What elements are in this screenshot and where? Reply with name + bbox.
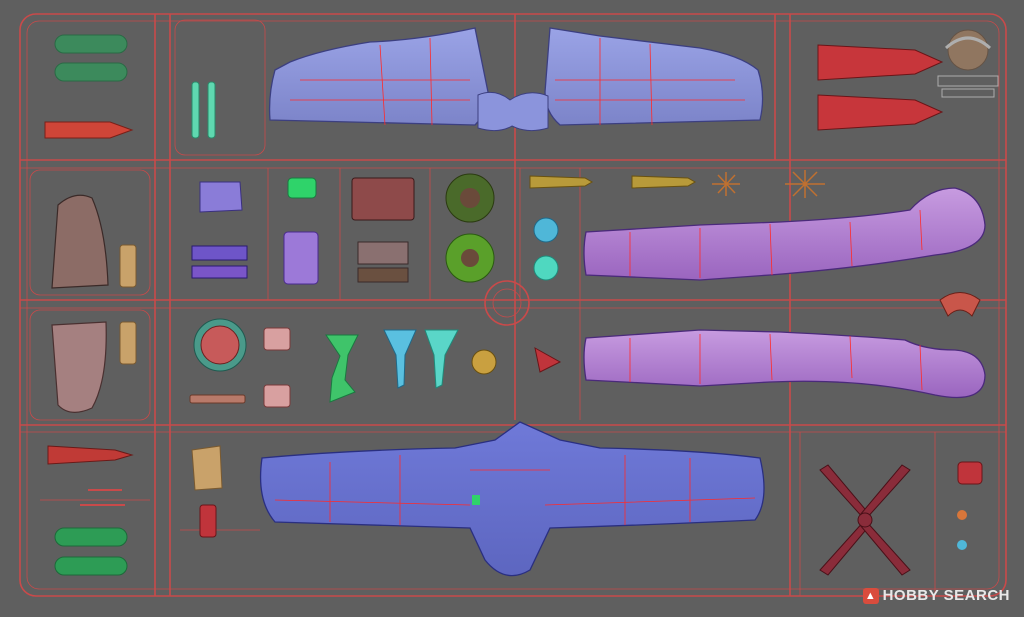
gear-bay-part — [357, 241, 409, 265]
upper-wing-right — [544, 27, 764, 126]
fuselage-right-half — [583, 329, 986, 399]
manufacturer-logo-watermark — [928, 18, 1006, 100]
seat-part — [199, 181, 243, 213]
flap-strip — [189, 394, 246, 404]
red-mount — [534, 347, 562, 373]
rudder-part-upper — [51, 194, 109, 289]
lower-wing — [259, 421, 765, 577]
bomb-part — [44, 121, 134, 139]
pink-bracket-2 — [263, 384, 291, 408]
green-struts — [191, 81, 216, 139]
gun-barrel-2 — [631, 175, 697, 189]
bracket-part-left — [191, 445, 223, 491]
green-clip — [287, 177, 317, 199]
small-cyan-part — [957, 540, 967, 550]
wing-center-joint — [477, 91, 549, 132]
hobby-search-watermark: ▲ HOBBY SEARCH — [862, 587, 1010, 604]
gear-hub — [471, 349, 497, 375]
tan-bracket-1 — [119, 244, 137, 288]
pink-bracket-1 — [263, 327, 291, 351]
tan-bracket-2 — [119, 321, 137, 365]
exhaust-part-1 — [817, 44, 944, 81]
instrument-panel — [351, 177, 415, 221]
drop-tanks-top — [54, 34, 128, 82]
fuselage-panel-lines — [629, 209, 923, 391]
small-orange-part — [957, 510, 967, 520]
watermark-brand-text: HOBBY SEARCH — [882, 587, 1010, 604]
cylinder-fins — [712, 170, 825, 198]
wheel-part — [193, 318, 247, 372]
cyan-part-2 — [424, 329, 459, 389]
bulkhead-part — [283, 231, 319, 285]
engine-rear-row — [445, 233, 495, 283]
exhaust-part-2 — [817, 94, 944, 131]
drop-tanks-bottom — [54, 527, 128, 576]
hobby-search-logo-icon: ▲ — [862, 587, 879, 604]
gun-barrel-1 — [529, 175, 594, 189]
instrument-tray — [191, 245, 248, 261]
small-red-bracket — [199, 504, 217, 538]
small-rods — [80, 489, 125, 506]
rocket-part — [47, 445, 134, 465]
upper-wing-left — [268, 27, 489, 126]
upper-wing-panel-lines — [290, 37, 745, 126]
spinner-cap-1 — [533, 217, 559, 243]
green-gear-leg — [325, 334, 359, 403]
rudder-part-lower — [51, 321, 107, 413]
tailwheel-fork — [939, 292, 981, 317]
fuselage-left-half — [583, 187, 986, 281]
lower-wing-marker — [472, 495, 480, 505]
gear-bay-part-2 — [357, 267, 409, 283]
lower-wing-panel-lines — [274, 455, 756, 525]
engine-front-row — [445, 173, 495, 223]
cyan-part-1 — [383, 329, 417, 389]
propeller-part — [819, 464, 911, 576]
floor-part — [191, 265, 248, 279]
spinner-cap-2 — [533, 255, 559, 281]
small-red-part — [957, 461, 983, 485]
